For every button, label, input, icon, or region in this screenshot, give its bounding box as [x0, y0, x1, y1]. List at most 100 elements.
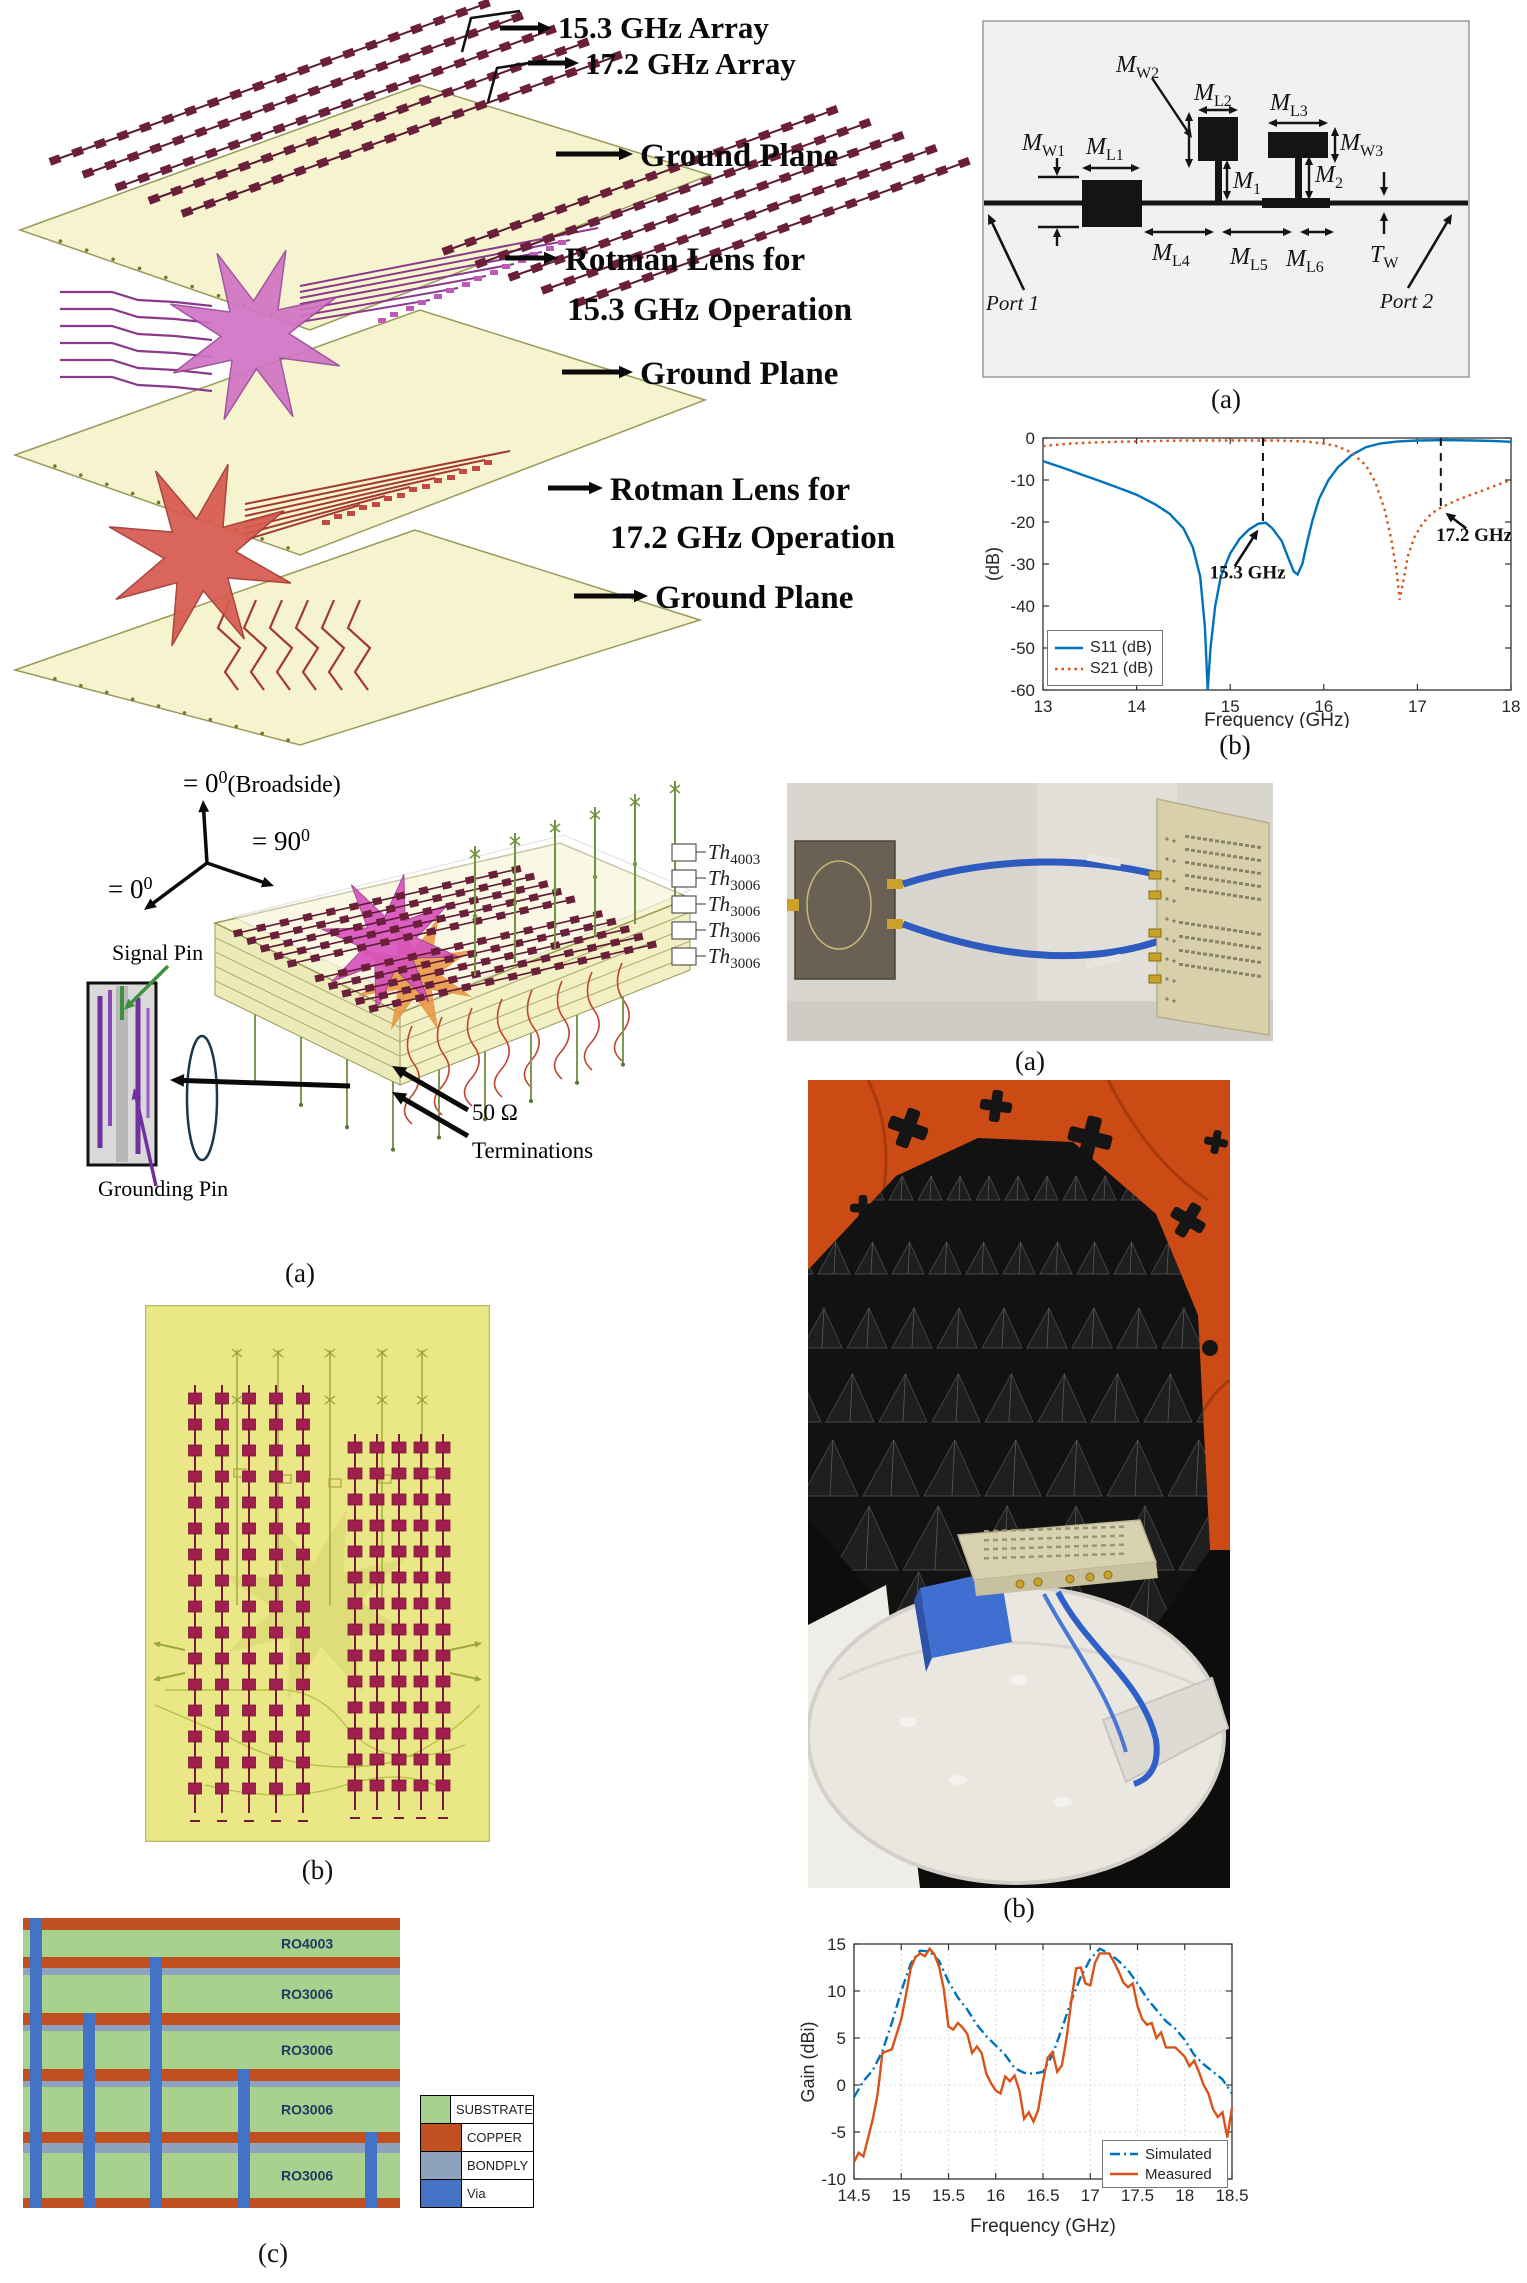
y-tick-label: -10 [1010, 471, 1035, 490]
caption-pcb: (b) [301, 1855, 334, 1885]
x-tick-label: 15.5 [932, 2186, 965, 2205]
dim-label-mw1: MW1 [1021, 130, 1065, 160]
stack3d-drawing: = 00(Broadside) = 900 = 00 Signal Pin Gr… [86, 767, 761, 1201]
figure-photo-cables [787, 783, 1273, 1041]
label-grounding-pin: Grounding Pin [98, 1176, 228, 1201]
stackup-layer-label-0: RO4003 [281, 1936, 333, 1952]
legend-series-label: Simulated [1145, 2145, 1212, 2163]
label-array2: 17.2 GHz Array [585, 46, 796, 81]
th-label-4: Th3006 [708, 944, 761, 972]
gain-ylabel: Gain (dBi) [800, 2021, 818, 2102]
label-array1: 15.3 GHz Array [558, 10, 769, 45]
legend-label: BONDPLY [467, 2158, 529, 2173]
label-axis-90: = 900 [252, 825, 310, 856]
dim-label-mw2: MW2 [1115, 52, 1159, 82]
dim-label-ml3: ML3 [1269, 90, 1308, 120]
stackup-legend-row-2: BONDPLY [421, 2152, 533, 2180]
label-axis-broadside: = 00(Broadside) [183, 767, 341, 798]
label-axis-0: = 00 [108, 873, 152, 904]
y-tick-label: -50 [1010, 639, 1035, 658]
photo-cables-art [787, 783, 1273, 1041]
label-lens2-line1: Rotman Lens for [610, 472, 850, 508]
label-lens1-line2: 15.3 GHz Operation [567, 292, 852, 328]
stack3d-art [86, 781, 692, 1187]
y-tick-label: 10 [827, 1982, 846, 2001]
series-s21-db- [1042, 439, 1512, 600]
y-tick-label: 15 [827, 1935, 846, 1954]
y-tick-label: -30 [1010, 555, 1035, 574]
y-tick-label: -20 [1010, 513, 1035, 532]
th-label-0: Th4003 [708, 840, 760, 868]
y-tick-label: -40 [1010, 597, 1035, 616]
sparam-xlabel: Frequency (GHz) [1204, 710, 1350, 728]
figure-exploded-stack: 15.3 GHz Array 17.2 GHz Array Ground Pla… [0, 0, 1040, 758]
dim-label-ml2: ML2 [1193, 80, 1232, 110]
sparam-ylabel: (dB) [985, 547, 1003, 581]
annotation-15.3: 15.3 GHz [1210, 563, 1287, 584]
stackup-legend-row-0: SUBSTRATE [421, 2096, 533, 2124]
caption-sparam: (b) [1219, 730, 1251, 760]
label-port1: Port 1 [985, 291, 1039, 315]
y-tick-label: -10 [821, 2170, 846, 2189]
caption-photo-chamber: (b) [1003, 1893, 1035, 1923]
x-tick-label: 13 [1034, 697, 1053, 716]
dim-label-m2: M2 [1314, 162, 1343, 192]
legend-label: SUBSTRATE [455, 2102, 533, 2117]
legend-swatch [421, 2096, 451, 2123]
series-s11-db- [1042, 438, 1512, 691]
annotation-17.2: 17.2 GHz [1436, 525, 1513, 546]
label-terminations-1: 50 Ω [472, 1100, 518, 1125]
x-tick-label: 16 [1314, 697, 1333, 716]
x-tick-label: 16 [986, 2186, 1005, 2205]
dim-label-ml1: ML1 [1085, 134, 1124, 164]
x-tick-label: 17.5 [1121, 2186, 1154, 2205]
legend-swatch [421, 2124, 462, 2151]
photo-anechoic-chamber [808, 1080, 1230, 1888]
stackup-layers [23, 1918, 400, 2208]
x-tick-label: 14 [1127, 697, 1146, 716]
series-simulated [852, 1947, 1233, 2098]
y-tick-label: 0 [1026, 429, 1035, 448]
label-lens1-line1: Rotman Lens for [565, 242, 805, 278]
dim-label-ml5: ML5 [1229, 244, 1268, 274]
caption-stackup: (c) [258, 2238, 288, 2268]
stackup-layer-label-4: RO3006 [281, 2168, 333, 2184]
th-label-2: Th3006 [708, 892, 761, 920]
stackup-layer-label-1: RO3006 [281, 1986, 333, 2002]
y-tick-label: -60 [1010, 681, 1035, 700]
y-tick-label: 0 [837, 2076, 846, 2095]
caption-circuit: (a) [1211, 384, 1241, 414]
stackup-legend-row-1: COPPER [421, 2124, 533, 2152]
legend-swatch [421, 2152, 462, 2179]
photo-antenna-with-cables [787, 783, 1273, 1041]
x-tick-label: 18 [1175, 2186, 1194, 2205]
label-port2: Port 2 [1379, 289, 1434, 313]
x-tick-label: 18 [1502, 697, 1521, 716]
figure-pcb-layout [145, 1305, 490, 1842]
gain-xlabel: Frequency (GHz) [970, 2216, 1116, 2237]
legend-entry: S21 (dB) [1054, 660, 1156, 678]
legend-entry: S11 (dB) [1054, 639, 1156, 657]
x-tick-label: 15 [892, 2186, 911, 2205]
dim-label-ml4: ML4 [1151, 240, 1190, 270]
figure-photo-chamber [808, 1080, 1230, 1888]
y-tick-label: -5 [831, 2123, 846, 2142]
th-label-1: Th3006 [708, 866, 761, 894]
dim-label-m1: M1 [1232, 168, 1261, 198]
x-tick-label: 18.5 [1215, 2186, 1248, 2205]
th-label-3: Th3006 [708, 918, 761, 946]
x-tick-label: 17 [1081, 2186, 1100, 2205]
legend-entry: Measured [1109, 2166, 1221, 2183]
label-ground-plane-3: Ground Plane [655, 580, 853, 616]
